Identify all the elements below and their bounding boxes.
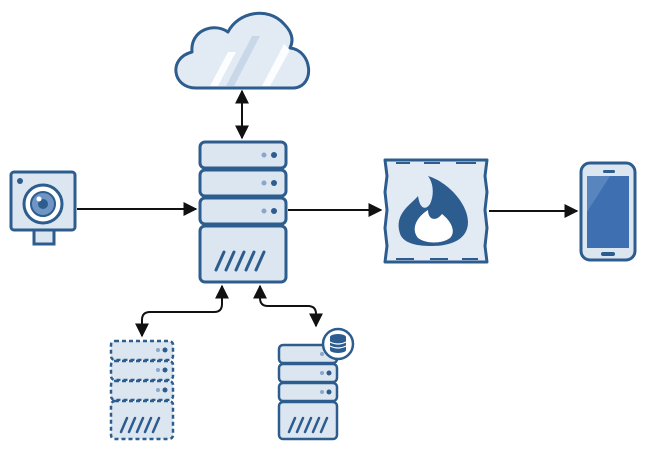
virtual-server-icon (109, 339, 175, 441)
smartphone-icon (579, 161, 637, 262)
cloud-icon (174, 11, 311, 90)
database-badge-icon (321, 327, 355, 361)
firewall-icon (383, 158, 489, 264)
connector-server-database-server (253, 284, 323, 328)
connector-server-virtual-server (135, 284, 229, 338)
database-server-icon (277, 327, 355, 441)
server-icon (198, 140, 288, 284)
camera-icon (9, 170, 77, 246)
